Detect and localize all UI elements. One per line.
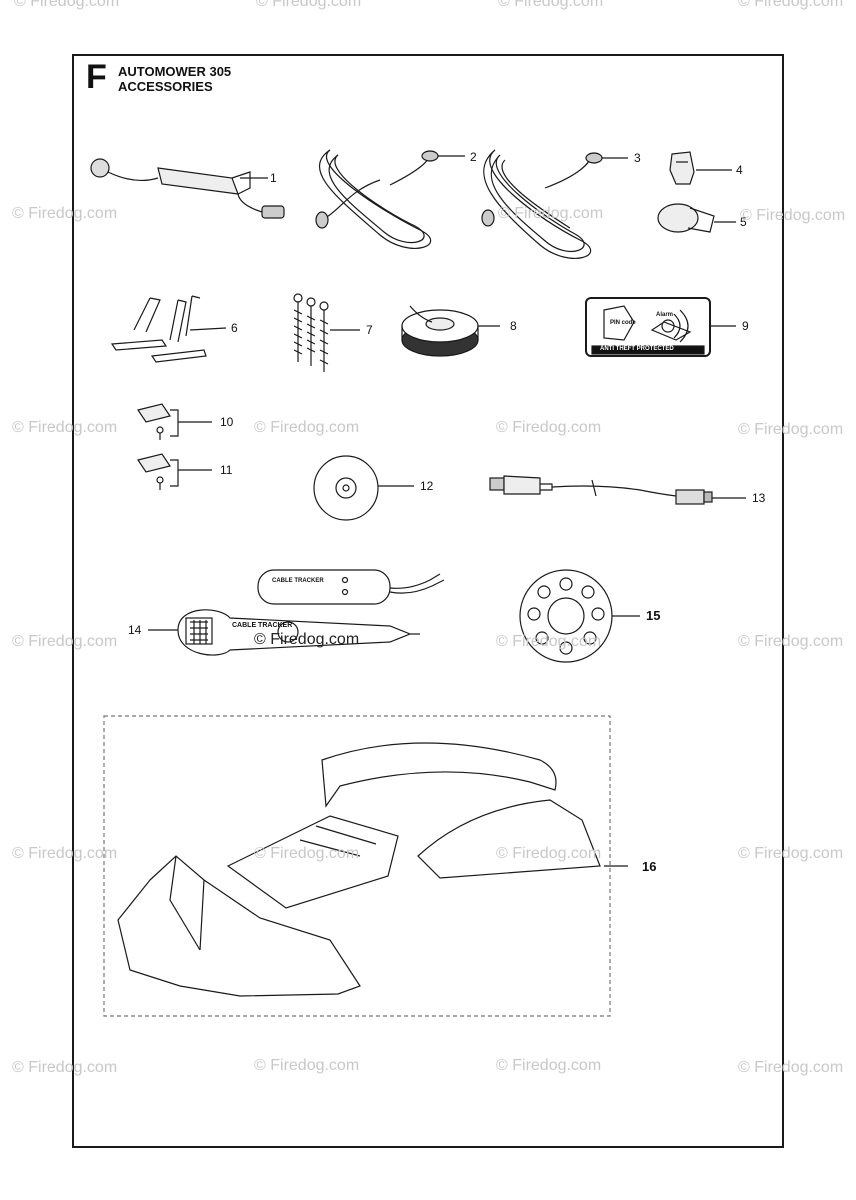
- part-blade-kit: [137, 403, 212, 440]
- watermark: © Firedog.com: [738, 421, 844, 438]
- callout-8: 8: [510, 319, 517, 333]
- watermark: © Firedog.com: [498, 205, 604, 222]
- part-usb-cable: [489, 475, 746, 505]
- watermark: © Firedog.com: [738, 633, 844, 650]
- watermark: © Firedog.com: [496, 1057, 602, 1074]
- watermark: © Firedog.com: [254, 1057, 360, 1074]
- watermark: © Firedog.com: [498, 0, 604, 10]
- callout-3: 3: [634, 151, 641, 165]
- watermark: © Firedog.com: [12, 419, 118, 436]
- section-subtitle: ACCESSORIES: [118, 79, 213, 94]
- part-power-supply: [90, 158, 285, 219]
- part-connector: [669, 151, 732, 185]
- part-anti-theft-decal: [585, 297, 736, 357]
- part-cable-tracker: [148, 569, 445, 656]
- watermark: © Firedog.com: [740, 207, 846, 224]
- decal-pin-label: PIN code: [610, 320, 636, 326]
- decal-alarm-label: Alarm: [656, 312, 674, 318]
- part-charging-plate: [519, 569, 640, 663]
- callout-5: 5: [740, 215, 747, 229]
- callout-13: 13: [752, 491, 766, 505]
- watermark: © Firedog.com: [14, 0, 120, 10]
- tracker-wand-label: CABLE TRACKER: [232, 622, 293, 629]
- title-block: AUTOMOWER 305 ACCESSORIES: [118, 64, 231, 94]
- part-screws: [293, 293, 360, 372]
- callout-10: 10: [220, 415, 234, 429]
- model-title: AUTOMOWER 305: [118, 64, 232, 79]
- section-letter: F: [86, 58, 107, 96]
- part-coupler: [657, 203, 736, 233]
- decal-anti-theft-label: ANTI THEFT PROTECTED: [600, 346, 674, 352]
- watermark: © Firedog.com: [12, 1059, 118, 1076]
- callout-15: 15: [646, 608, 661, 623]
- watermark: © Firedog.com: [256, 0, 362, 10]
- watermark: © Firedog.com: [254, 845, 360, 862]
- callout-12: 12: [420, 479, 434, 493]
- callout-1: 1: [270, 171, 277, 185]
- watermark: © Firedog.com: [496, 845, 602, 862]
- watermark: © Firedog.com: [738, 0, 844, 10]
- part-blade-kit-alt: [137, 453, 212, 490]
- callout-16: 16: [642, 859, 657, 874]
- watermark: © Firedog.com: [12, 205, 118, 222]
- watermark: © Firedog.com: [12, 845, 118, 862]
- callout-14: 14: [128, 623, 142, 637]
- tracker-receiver-label: CABLE TRACKER: [272, 578, 324, 584]
- callout-4: 4: [736, 163, 743, 177]
- part-long-cable: [481, 149, 628, 259]
- callout-7: 7: [366, 323, 373, 337]
- watermark: © Firedog.com: [496, 419, 602, 436]
- part-cd: [313, 455, 414, 521]
- callout-6: 6: [231, 321, 238, 335]
- part-wire-reel: [401, 305, 500, 357]
- callout-9: 9: [742, 319, 749, 333]
- part-body-kit: [103, 715, 628, 1017]
- part-pegs: [110, 295, 227, 363]
- watermark: © Firedog.com: [496, 633, 602, 650]
- watermark: © Firedog.com: [12, 633, 118, 650]
- part-low-voltage-cable: [315, 149, 465, 249]
- watermark: © Firedog.com: [738, 845, 844, 862]
- watermark: © Firedog.com: [254, 631, 360, 648]
- watermark: © Firedog.com: [254, 419, 360, 436]
- callout-2: 2: [470, 150, 477, 164]
- watermark: © Firedog.com: [738, 1059, 844, 1076]
- callout-11: 11: [220, 463, 233, 477]
